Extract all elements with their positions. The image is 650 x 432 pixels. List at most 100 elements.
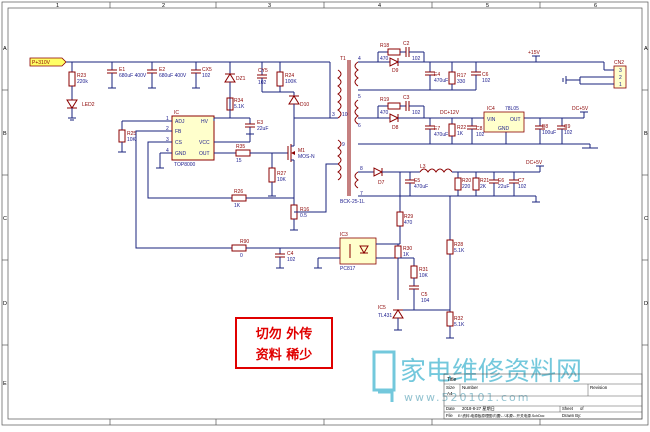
r22-value: 1K [457,131,464,137]
frame-row-b: B [3,131,7,137]
ic-controller [171,115,215,161]
r31-value: 10K [419,273,429,279]
frame-col-3: 3 [268,3,271,9]
ic-pin-vcc: VCC [199,140,210,146]
r34-e3 [214,92,255,135]
ic4-value: 78L05 [505,106,519,112]
r23-label: R23 [77,73,86,79]
title-block-title: Title [447,377,456,383]
c4-label: C4 [287,251,294,257]
ic-pin3-num: 3 [166,137,169,143]
r16-value: 0.5 [300,213,307,219]
e6-value: 22uF [498,184,509,190]
cn2-pin2: 2 [619,75,622,81]
ic-pin-hv: HV [201,119,209,125]
r19-label: R19 [380,97,389,103]
frame-row-c-right: C [644,216,648,222]
frame-row-b-right: B [644,131,648,137]
l3-label: L3 [420,164,426,170]
c9-value: 102 [564,130,573,136]
e3-label: E3 [257,120,263,126]
cn2-connector [562,62,627,89]
notice-line-1: 切勿 外传 [256,326,313,342]
output-15v [358,47,604,91]
cy5-value: 102 [258,80,267,86]
r35-gate [235,149,288,157]
e8-value: 100uF [542,130,556,136]
d9-label: D9 [392,68,399,74]
e8-label: E8 [542,124,548,130]
t1-value: BCK-25-1L [340,199,365,205]
ic-pin-wires [150,118,251,169]
c6-label: C6 [482,72,489,78]
dz1-label: DZ1 [236,76,246,82]
r20-value: 220 [462,184,471,190]
ic-part: TOP8000 [174,162,196,168]
r27-label: R27 [277,171,286,177]
r25-label: R25 [127,131,136,137]
title-block-number: Number [462,385,479,390]
ic-label: IC [174,110,179,116]
r24-label: R24 [285,73,294,79]
dc5v-bottom-label: DC+5V [526,160,543,166]
e4-label: E4 [434,72,440,78]
t1-pin8: 8 [360,166,363,172]
frame-row-d: D [3,301,7,307]
r26 [231,194,294,202]
c8-label: C8 [476,126,483,132]
led2-label: LED2 [82,102,95,108]
ic5-label: IC5 [378,305,386,311]
notice-stamp: 切勿 外传 资料 稀少 [235,317,333,369]
r23-value: 220k [77,79,88,85]
ic-pin2-num: 2 [166,126,169,132]
cx5-label: CX5 [202,67,212,73]
ic3-label: IC3 [340,232,348,238]
title-block [443,373,643,420]
e2-value: 680uF 400V [159,73,187,79]
r31-c5 [398,257,419,310]
frame-col-1: 1 [56,3,59,9]
c7-label: C7 [518,178,525,184]
r34-label: R34 [234,98,243,104]
frame-inner [7,7,643,420]
title-block-date-val: 2018-8-27 星期日 [462,406,495,412]
c9-label: C9 [564,124,571,130]
r26-label: R26 [234,189,243,195]
output-12v [358,101,598,149]
r30-label: R30 [403,246,412,252]
c3-value: 102 [412,110,421,116]
d10-label: D10 [300,102,309,108]
r26-value: 1K [234,203,241,209]
watermark-url: www.520101.com [404,391,530,404]
r19-value: 470 [380,110,389,116]
e5-label: E5 [414,178,420,184]
c4-value: 102 [287,257,296,263]
ic-pin-cs: CS [175,140,183,146]
cx5-value: 102 [202,73,211,79]
feedback-network [396,172,454,339]
title-block-size: Size [446,385,455,390]
hv-rail [66,61,338,119]
r17-value: 330 [457,79,466,85]
notice-line-2: 资料 稀少 [256,347,313,363]
ic-pin-out: OUT [199,151,210,157]
r24-value: 100K [285,79,297,85]
r22-label: R22 [457,125,466,131]
r27 [268,153,276,197]
r32-value: 5.1K [454,322,465,328]
m1-value: MOS-N [298,154,315,160]
r16 [290,204,298,231]
title-block-file: File [446,413,453,418]
r30-value: 1K [403,252,410,258]
ic3-part: PC817 [340,266,356,272]
svg-text:P+310V: P+310V [32,60,51,66]
t1-pin9: 9 [342,142,345,148]
transformer-t1 [337,60,359,196]
bulk-capacitors [107,62,201,89]
ic3-optocoupler [339,237,377,265]
title-block-date: Date [446,406,456,411]
cn2-pin3: 3 [619,68,622,74]
r17-label: R17 [457,73,466,79]
